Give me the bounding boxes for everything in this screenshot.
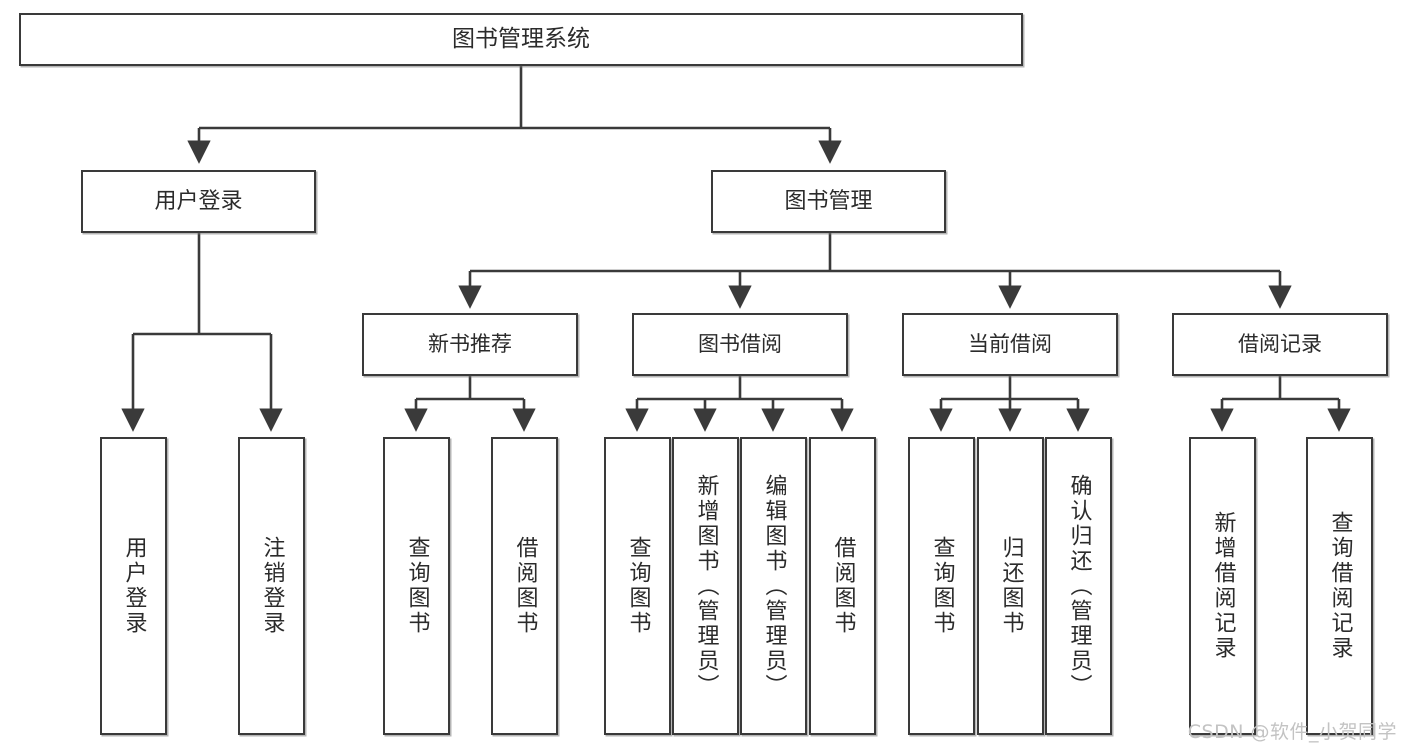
node-book-management[interactable]: 图书管理 <box>711 170 946 233</box>
node-label: 新书推荐 <box>428 332 512 357</box>
node-label: 查询图书 <box>625 536 651 636</box>
leaf-book-borrow-query[interactable]: 查询图书 <box>604 437 671 735</box>
leaf-book-borrow-lend[interactable]: 借阅图书 <box>809 437 876 735</box>
leaf-borrow-record-add[interactable]: 新增借阅记录 <box>1189 437 1256 735</box>
node-label: 图书管理 <box>784 188 873 214</box>
node-root-book-management-system[interactable]: 图书管理系统 <box>19 13 1023 66</box>
node-label: 查询图书 <box>404 536 430 636</box>
leaf-current-borrow-return[interactable]: 归还图书 <box>977 437 1044 735</box>
leaf-borrow-record-query[interactable]: 查询借阅记录 <box>1306 437 1373 735</box>
watermark-text: CSDN @软件_小贺同学 <box>1187 721 1397 743</box>
node-label: 查询图书 <box>929 536 955 636</box>
leaf-book-borrow-add[interactable]: 新增图书（管理员） <box>672 437 739 735</box>
node-user-login[interactable]: 用户登录 <box>81 170 316 233</box>
leaf-user-login-signin[interactable]: 用户登录 <box>100 437 167 735</box>
leaf-current-borrow-query[interactable]: 查询图书 <box>908 437 975 735</box>
node-label: 确认归还（管理员） <box>1066 473 1092 699</box>
leaf-current-borrow-confirm-return[interactable]: 确认归还（管理员） <box>1045 437 1112 735</box>
leaf-book-borrow-edit[interactable]: 编辑图书（管理员） <box>740 437 807 735</box>
node-label: 查询借阅记录 <box>1327 511 1353 661</box>
node-label: 用户登录 <box>121 536 147 636</box>
node-label: 借阅图书 <box>830 536 856 636</box>
node-label: 当前借阅 <box>968 332 1052 357</box>
node-label: 用户登录 <box>154 188 243 214</box>
node-current-borrow[interactable]: 当前借阅 <box>902 313 1118 376</box>
node-new-book-recommend[interactable]: 新书推荐 <box>362 313 578 376</box>
leaf-user-login-signout[interactable]: 注销登录 <box>238 437 305 735</box>
node-label: 新增借阅记录 <box>1210 511 1236 661</box>
node-label: 注销登录 <box>259 536 285 636</box>
node-label: 图书管理系统 <box>452 26 590 53</box>
node-label: 借阅记录 <box>1238 332 1322 357</box>
node-label: 新增图书（管理员） <box>693 473 719 699</box>
leaf-new-book-borrow[interactable]: 借阅图书 <box>491 437 558 735</box>
node-borrow-record[interactable]: 借阅记录 <box>1172 313 1388 376</box>
leaf-new-book-query[interactable]: 查询图书 <box>383 437 450 735</box>
node-book-borrow[interactable]: 图书借阅 <box>632 313 848 376</box>
node-label: 编辑图书（管理员） <box>761 473 787 699</box>
node-label: 借阅图书 <box>512 536 538 636</box>
node-label: 归还图书 <box>998 536 1024 636</box>
node-label: 图书借阅 <box>698 332 782 357</box>
